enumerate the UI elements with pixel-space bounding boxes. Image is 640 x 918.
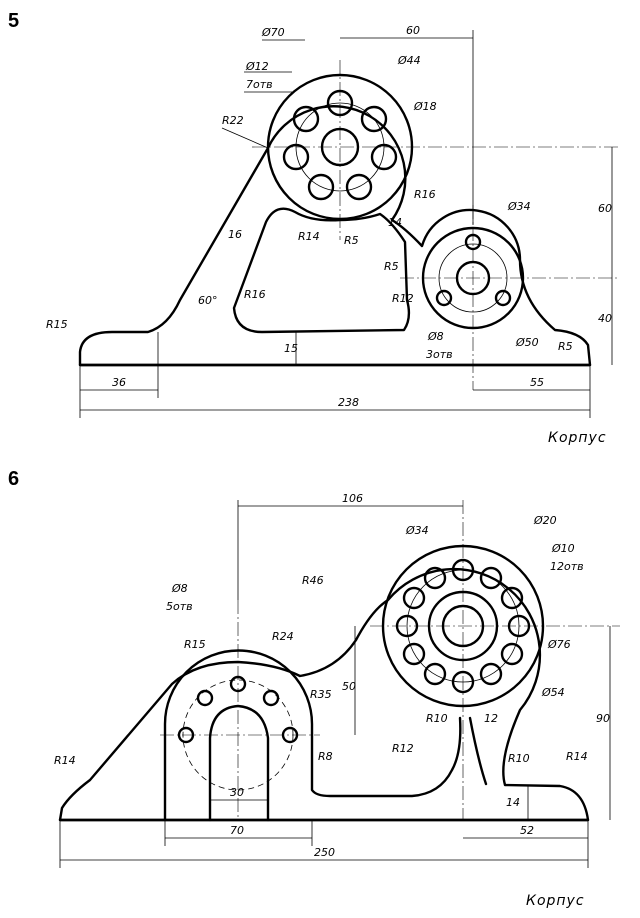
dimension-label: Ø70: [261, 26, 285, 39]
dimension-label: 50: [342, 680, 356, 693]
drawing-6-arch: [163, 649, 462, 822]
dimension-label: 60: [598, 202, 612, 215]
dimension-label: 5отв: [166, 600, 193, 613]
drawing-6-caption: Корпус: [526, 893, 585, 909]
dimension-label: 3отв: [426, 348, 453, 361]
dimension-label: 30: [230, 786, 244, 799]
dimension-label: 90: [596, 712, 610, 725]
dimension-label: R22: [222, 114, 244, 127]
dimension-label: Ø8: [427, 330, 444, 343]
dimension-label: Ø18: [413, 100, 437, 113]
dimension-label: R10: [508, 752, 530, 765]
dimension-label: 238: [338, 396, 359, 409]
dimension-label: Ø8: [171, 582, 188, 595]
dimension-label: Ø54: [541, 686, 565, 699]
dimension-label: R15: [46, 318, 68, 331]
dimension-label: R14: [566, 750, 588, 763]
dimension-label: 16: [228, 228, 242, 241]
drawing-6-outline: [58, 567, 590, 822]
dimension-label: 250: [314, 846, 335, 859]
dimension-label: R10: [426, 712, 448, 725]
dimension-label: 52: [520, 824, 534, 837]
dimension-label: R15: [184, 638, 206, 651]
dimension-label: R12: [392, 742, 414, 755]
dimension-label: Ø20: [533, 514, 557, 527]
dimension-label: R12: [392, 292, 414, 305]
drawing-6-number: 6: [8, 468, 20, 490]
dimension-label: Ø50: [515, 336, 539, 349]
dimension-label: 40: [598, 312, 612, 325]
drawing-6: 106 Ø20 Ø34 Ø10 12отв Ø8 5отв R46 R15 R2…: [54, 492, 620, 868]
drawing-6-slot: [208, 704, 270, 822]
dimension-label: R14: [54, 754, 76, 767]
drawing-5-number: 5: [8, 10, 20, 32]
dimension-label: 7отв: [246, 78, 273, 91]
dimension-label: 36: [112, 376, 126, 389]
dimension-label: R5: [558, 340, 573, 353]
drawing-5-window: [232, 207, 411, 334]
dimension-label: Ø10: [551, 542, 575, 555]
dimension-label: R8: [318, 750, 333, 763]
dimension-label: 12отв: [550, 560, 584, 573]
dimension-label: R16: [414, 188, 436, 201]
dimension-label: R24: [272, 630, 294, 643]
dimension-label: 60: [406, 24, 420, 37]
dimension-label: R46: [302, 574, 324, 587]
dimension-label: R5: [384, 260, 399, 273]
dimension-label: R5: [344, 234, 359, 247]
dimension-label: Ø34: [405, 524, 429, 537]
dimension-label: Ø76: [547, 638, 571, 651]
drawing-5-outline: [78, 105, 592, 367]
dimension-label: R35: [310, 688, 332, 701]
dimension-label: 14: [506, 796, 520, 809]
dimension-label: 15: [284, 342, 298, 355]
dimension-label: Ø12: [245, 60, 269, 73]
dimension-label: 55: [530, 376, 544, 389]
dimension-label: R16: [244, 288, 266, 301]
dimension-label: 12: [484, 712, 498, 725]
drawing-5-caption: Корпус: [548, 430, 607, 446]
dimension-label: Ø34: [507, 200, 531, 213]
dimension-label: 60°: [198, 294, 218, 307]
dimension-label: R14: [298, 230, 320, 243]
dimension-label: 14: [388, 216, 402, 229]
drawing-5: Ø70 Ø44 Ø12 7отв Ø18 R22 60 R16 R14 R5 1…: [46, 24, 620, 418]
dimension-label: 106: [342, 492, 363, 505]
dimension-label: 70: [230, 824, 244, 837]
dimension-label: Ø44: [397, 54, 421, 67]
